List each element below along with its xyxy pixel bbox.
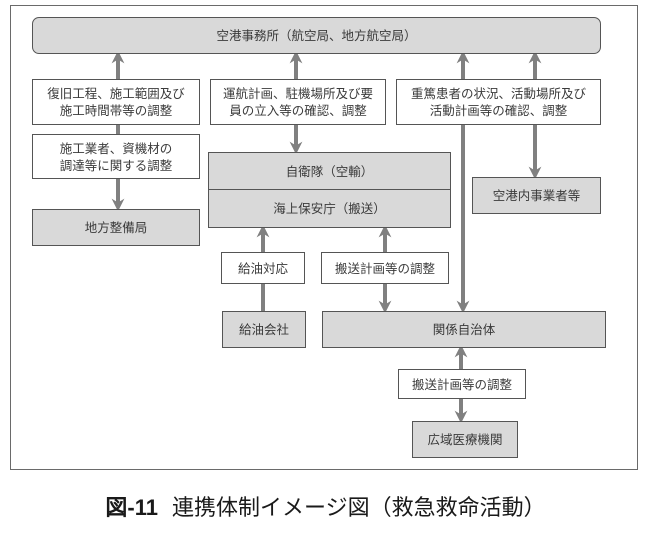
label-patient-coordination-text: 重篤患者の状況、活動場所及び 活動計画等の確認、調整 <box>410 86 586 118</box>
node-airport-operators: 空港内事業者等 <box>472 177 601 214</box>
node-regional-bureau-label: 地方整備局 <box>84 220 148 235</box>
node-fuel-company: 給油会社 <box>222 311 306 348</box>
label-flight-coordination-text: 運航計画、駐機場所及び要 員の立入等の確認、調整 <box>222 86 373 118</box>
label-fuel-response: 給油対応 <box>221 252 305 284</box>
figure-title: 連携体制イメージ図（救急救命活動） <box>172 496 546 521</box>
node-sdf: 自衛隊（空輸） <box>209 153 450 189</box>
node-local-government-label: 関係自治体 <box>432 322 496 337</box>
node-coast-guard: 海上保安庁（搬送） <box>209 190 450 227</box>
label-transport-coordination-1: 搬送計画等の調整 <box>321 252 449 284</box>
node-divider <box>209 189 450 190</box>
node-regional-bureau: 地方整備局 <box>32 209 200 246</box>
label-patient-coordination: 重篤患者の状況、活動場所及び 活動計画等の確認、調整 <box>396 79 601 125</box>
node-sdf-coast-guard-group: 自衛隊（空輸） 海上保安庁（搬送） <box>208 152 451 228</box>
label-transport-coordination-2: 搬送計画等の調整 <box>398 369 526 399</box>
node-coast-guard-label: 海上保安庁（搬送） <box>273 201 386 216</box>
node-airport-office: 空港事務所（航空局、地方航空局） <box>32 17 601 54</box>
label-restoration-coordination: 復旧工程、施工範囲及び 施工時間帯等の調整 <box>32 79 200 125</box>
node-regional-medical-label: 広域医療機関 <box>427 432 503 447</box>
label-contractor-coordination: 施工業者、資機材の 調達等に関する調整 <box>32 134 200 179</box>
node-sdf-label: 自衛隊（空輸） <box>285 163 374 179</box>
figure-number: 図-11 <box>105 495 159 520</box>
node-airport-operators-label: 空港内事業者等 <box>492 188 581 203</box>
label-transport-coordination-2-text: 搬送計画等の調整 <box>411 376 512 392</box>
label-contractor-coordination-text: 施工業者、資機材の 調達等に関する調整 <box>59 140 173 173</box>
node-regional-medical: 広域医療機関 <box>412 421 518 458</box>
node-local-government: 関係自治体 <box>322 311 606 348</box>
node-airport-office-label: 空港事務所（航空局、地方航空局） <box>216 28 417 43</box>
label-flight-coordination: 運航計画、駐機場所及び要 員の立入等の確認、調整 <box>210 79 386 125</box>
label-restoration-coordination-text: 復旧工程、施工範囲及び 施工時間帯等の調整 <box>47 86 185 118</box>
label-fuel-response-text: 給油対応 <box>237 260 288 276</box>
label-transport-coordination-1-text: 搬送計画等の調整 <box>334 260 435 276</box>
node-fuel-company-label: 給油会社 <box>238 322 289 337</box>
figure-caption: 図-11 連携体制イメージ図（救急救命活動） <box>0 490 651 522</box>
